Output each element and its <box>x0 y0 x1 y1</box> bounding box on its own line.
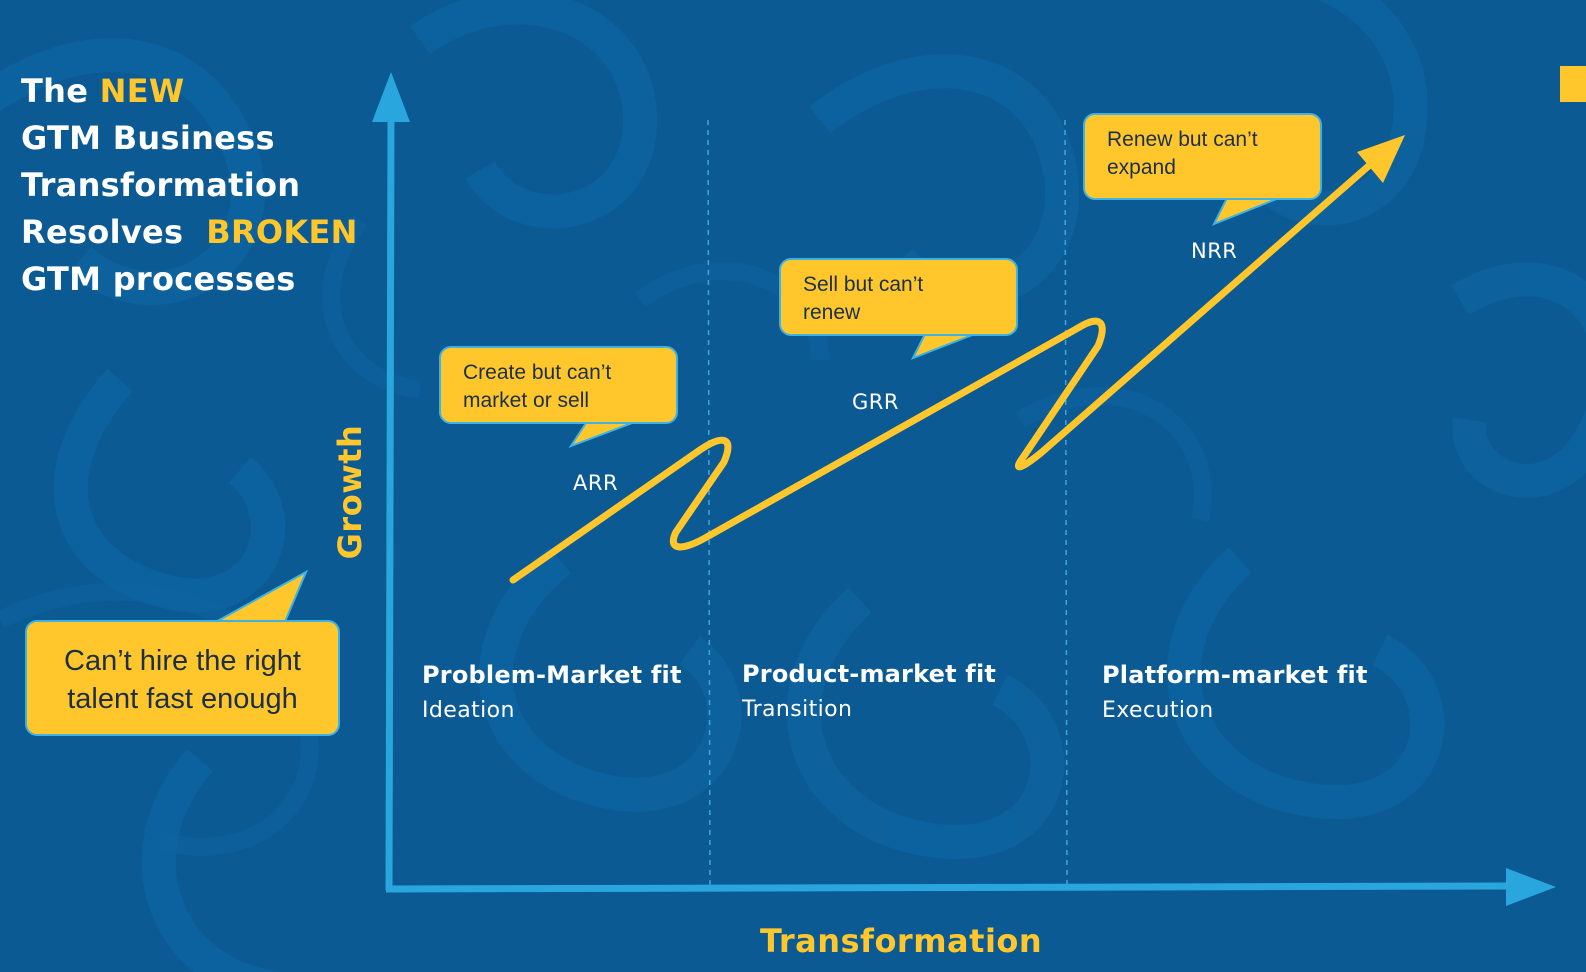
y-axis-arrowhead <box>372 72 410 122</box>
headline-line-2: GTM Business <box>21 119 275 157</box>
stage-2-subtitle: Transition <box>742 697 853 722</box>
y-axis <box>385 117 395 891</box>
stage-2-title: Product-market fit <box>742 660 997 688</box>
y-axis-label: Growth <box>331 424 369 560</box>
stage-1-title: Problem-Market fit <box>422 661 682 689</box>
stage-3-title: Platform-market fit <box>1102 661 1368 689</box>
metric-grr: GRR <box>852 390 899 414</box>
metric-nrr: NRR <box>1191 239 1238 263</box>
x-axis-arrowhead <box>1506 868 1556 906</box>
headline-line-1: The NEW <box>21 72 185 110</box>
callout-hire: Can’t hire the right talent fast enough <box>25 620 340 736</box>
stage-divider-2 <box>1064 119 1068 889</box>
headline-line-4: Resolves BROKEN <box>21 213 358 251</box>
x-axis <box>385 882 1513 893</box>
headline-line-3: Transformation <box>21 166 301 204</box>
stage-1-subtitle: Ideation <box>422 698 515 723</box>
callout-hire-tail <box>211 569 309 625</box>
growth-curve <box>509 152 1384 584</box>
callout-sell: Sell but can’t renew <box>779 258 1018 336</box>
headline-highlight-broken: BROKEN <box>206 213 358 251</box>
callout-renew-tail <box>1211 195 1285 226</box>
metric-arr: ARR <box>573 471 619 495</box>
x-axis-label: Transformation <box>760 922 1043 960</box>
stage-3-subtitle: Execution <box>1102 698 1214 723</box>
edge-accent-mark <box>1560 66 1586 102</box>
headline-line-5: GTM processes <box>21 260 296 298</box>
headline: The NEW GTM Business Transformation Reso… <box>21 68 381 303</box>
stage-divider-1 <box>707 119 711 889</box>
headline-highlight-new: NEW <box>99 72 185 110</box>
growth-curve-arrowhead <box>1357 135 1405 183</box>
callout-create: Create but can’t market or sell <box>439 346 678 424</box>
callout-renew: Renew but can’t expand <box>1083 113 1322 200</box>
